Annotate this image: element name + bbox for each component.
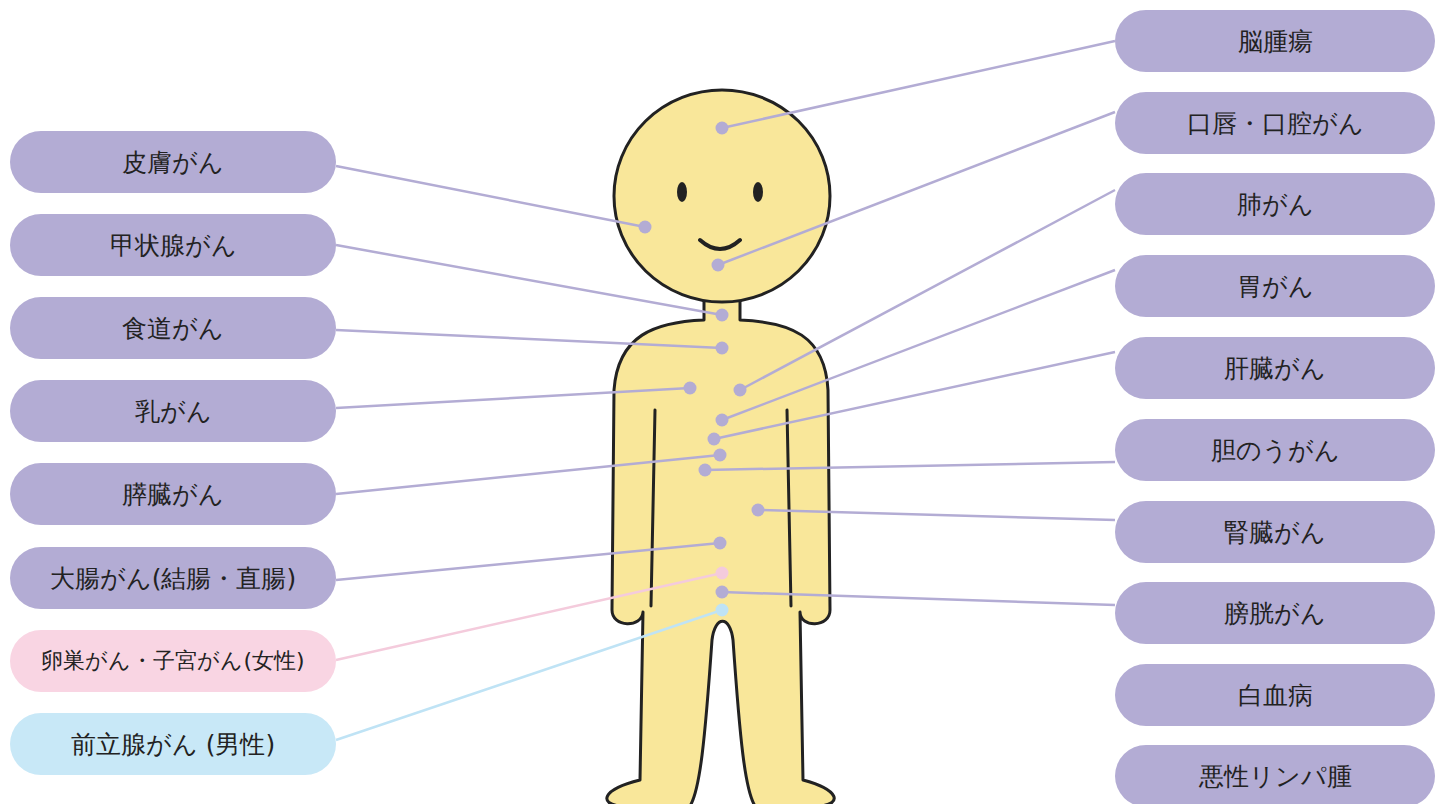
cancer-name: 卵巣がん・子宮がん(女性)	[41, 646, 304, 676]
cancer-label-pill: 卵巣がん・子宮がん(女性)	[10, 630, 336, 692]
cancer-name: 膀胱がん	[1224, 597, 1326, 630]
cancer-name: 食道がん	[122, 312, 224, 345]
cancer-name: 乳がん	[135, 395, 212, 428]
cancer-name: 胆のうがん	[1211, 434, 1340, 467]
arm-line	[787, 410, 791, 606]
cancer-label-pill: 脳腫瘍	[1115, 10, 1435, 72]
cancer-name: 胃がん	[1237, 270, 1314, 303]
cancer-name: 肺がん	[1237, 188, 1314, 221]
cancer-name: 悪性リンパ腫	[1199, 760, 1352, 793]
cancer-label-pill: 肝臓がん	[1115, 337, 1435, 399]
location-dot	[708, 433, 721, 446]
location-dot	[684, 382, 697, 395]
cancer-label-pill: 乳がん	[10, 380, 336, 442]
location-dot	[639, 221, 652, 234]
leader-line	[336, 388, 690, 408]
leader-line	[740, 190, 1115, 390]
cancer-name: 膵臓がん	[122, 478, 224, 511]
leader-line	[336, 573, 722, 660]
location-dot	[716, 414, 729, 427]
leader-line	[758, 510, 1115, 520]
cancer-name: 口唇・口腔がん	[1187, 107, 1364, 140]
cancer-name: 脳腫瘍	[1238, 25, 1313, 58]
cancer-label-pill: 大腸がん(結腸・直腸)	[10, 547, 336, 609]
cancer-label-pill: 皮膚がん	[10, 131, 336, 193]
leader-line	[336, 455, 720, 494]
cancer-name: 腎臓がん	[1224, 516, 1326, 549]
leader-line	[336, 543, 720, 580]
eye	[753, 182, 763, 202]
mouth	[700, 240, 740, 249]
head	[614, 90, 830, 302]
cancer-name: 肝臓がん	[1224, 352, 1326, 385]
leader-line	[714, 352, 1115, 439]
cancer-label-pill: 腎臓がん	[1115, 501, 1435, 563]
location-dot	[734, 384, 747, 397]
leader-line	[722, 592, 1115, 605]
location-dot	[716, 567, 729, 580]
cancer-name: 甲状腺がん	[110, 229, 237, 262]
cancer-label-pill: 口唇・口腔がん	[1115, 92, 1435, 154]
location-dot	[699, 464, 712, 477]
cancer-name: 大腸がん(結腸・直腸)	[50, 562, 297, 595]
cancer-name: 前立腺がん (男性)	[71, 728, 275, 761]
cancer-label-pill: 食道がん	[10, 297, 336, 359]
location-dot	[714, 537, 727, 550]
location-dot	[716, 122, 729, 135]
cancer-label-pill: 胆のうがん	[1115, 419, 1435, 481]
location-dot	[716, 342, 729, 355]
leader-line	[336, 166, 645, 227]
leader-line	[336, 610, 722, 740]
cancer-label-pill: 膵臓がん	[10, 463, 336, 525]
cancer-label-pill: 前立腺がん (男性)	[10, 713, 336, 775]
cancer-label-pill: 胃がん	[1115, 255, 1435, 317]
cancer-name: 白血病	[1238, 679, 1313, 712]
cancer-label-pill: 悪性リンパ腫	[1115, 745, 1435, 804]
eye	[677, 182, 687, 202]
cancer-label-pill: 白血病	[1115, 664, 1435, 726]
leader-line	[705, 462, 1115, 470]
leader-line	[718, 112, 1115, 265]
leader-line	[336, 330, 722, 348]
leader-line	[336, 245, 722, 315]
location-dot	[716, 309, 729, 322]
leader-line	[722, 270, 1115, 420]
cancer-label-pill: 甲状腺がん	[10, 214, 336, 276]
location-dot	[752, 504, 765, 517]
cancer-label-pill: 膀胱がん	[1115, 582, 1435, 644]
location-dot	[714, 449, 727, 462]
cancer-label-pill: 肺がん	[1115, 173, 1435, 235]
location-dot	[712, 259, 725, 272]
location-dot	[716, 586, 729, 599]
leader-line	[722, 41, 1115, 128]
cancer-name: 皮膚がん	[122, 146, 224, 179]
location-dot	[716, 604, 729, 617]
arm-line	[651, 410, 655, 606]
